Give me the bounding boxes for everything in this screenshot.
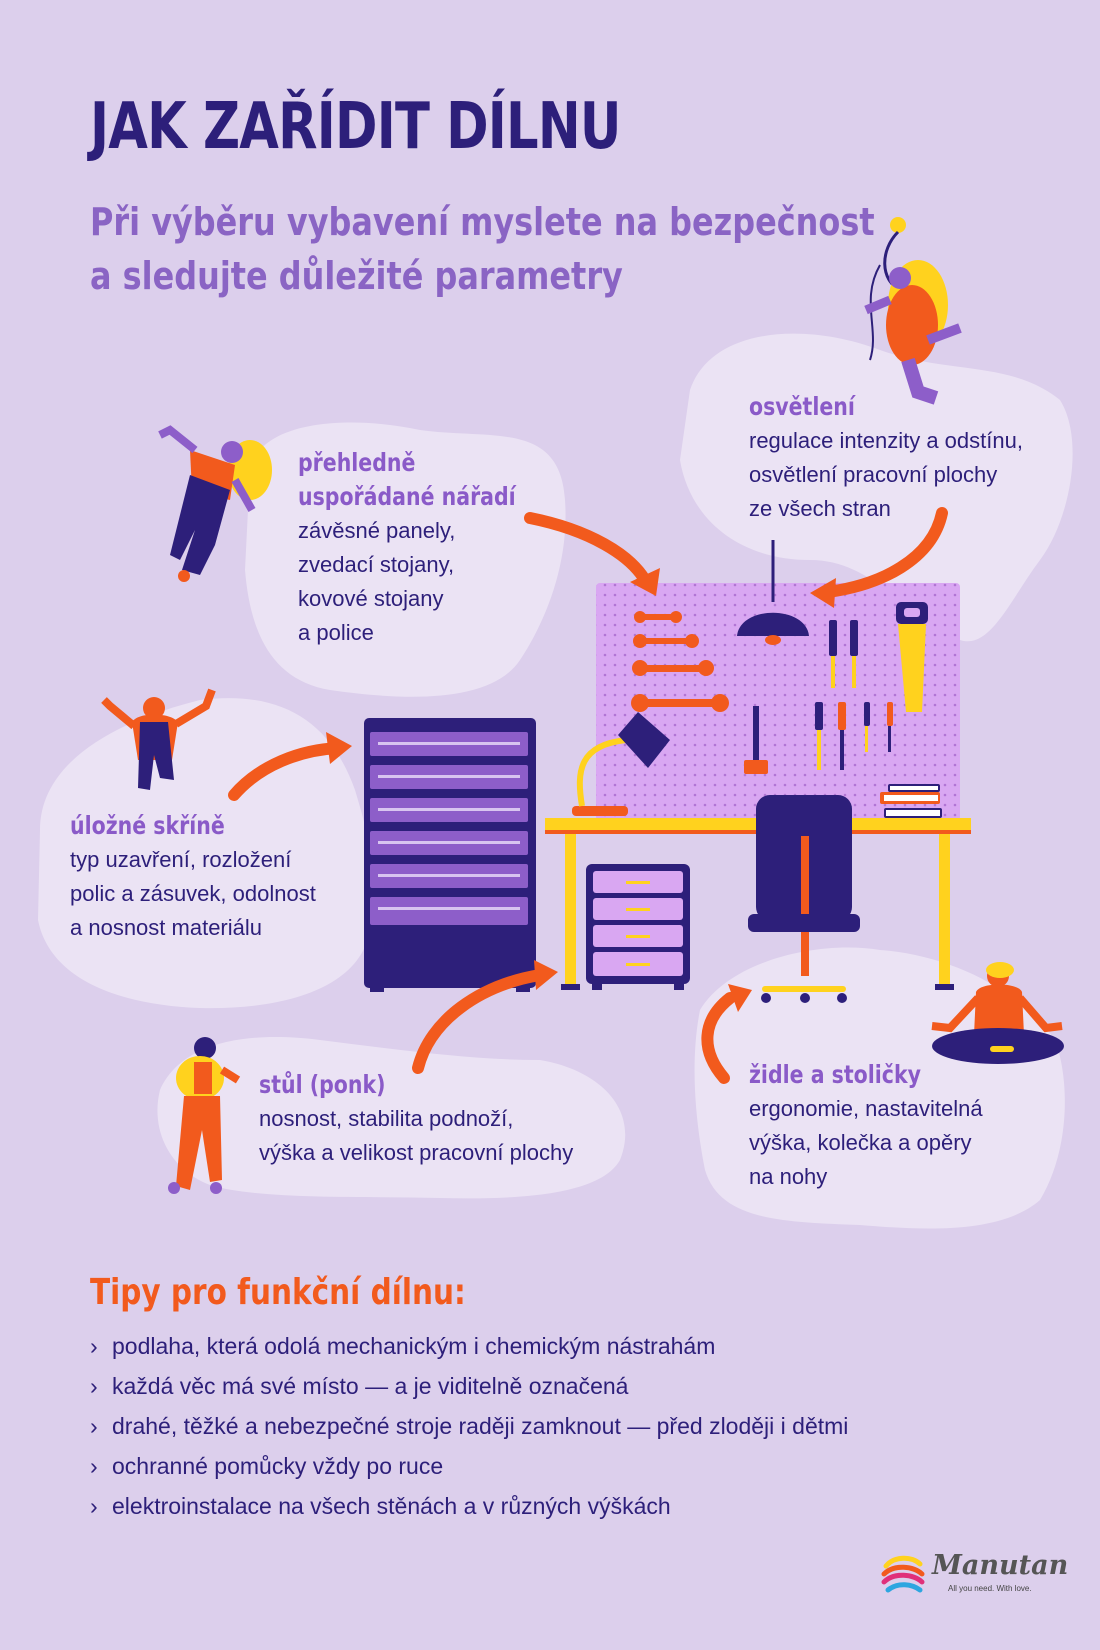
callout-line: závěsné panely, (298, 518, 456, 543)
arrow-to-bench-icon (412, 969, 546, 1074)
chevron-right-icon: › (90, 1373, 98, 1399)
tip-item: › podlaha, která odolá mechanickým i chem… (90, 1326, 848, 1366)
tip-item: › drahé, těžké a nebezpečné stroje raději… (90, 1406, 848, 1446)
man-standing-illustration (168, 1037, 241, 1194)
blob-cabinets (38, 698, 375, 1009)
callout-heading: přehledně (298, 448, 416, 477)
blob-table (157, 1037, 626, 1199)
arrow-to-chair-icon (701, 992, 736, 1084)
callout-table: stůl (ponk) nosnost, stabilita podnoží, … (259, 1068, 573, 1170)
hand-saw-icon (896, 602, 928, 712)
arrow-to-lamp-icon (822, 507, 948, 598)
hammer-icon (744, 706, 768, 774)
meditating-woman-illustration (931, 962, 1064, 1064)
page-subtitle: Při výběru vybavení myslete na bezpečnos… (90, 195, 875, 303)
tip-text: elektroinstalace na všech stěnách a v rů… (112, 1493, 671, 1519)
tip-item: › elektroinstalace na všech stěnách a v r… (90, 1486, 848, 1526)
callout-line: a nosnost materiálu (70, 915, 262, 940)
manutan-swirl-icon (881, 1555, 925, 1593)
person-with-lightbulb-illustration (864, 217, 962, 405)
callout-chairs: židle a stoličky ergonomie, nastavitelná… (749, 1058, 983, 1194)
manutan-logo: Manutan All you need. With love. (878, 1548, 1068, 1598)
callout-heading: stůl (ponk) (259, 1070, 386, 1099)
tips-heading: Tipy pro funkční dílnu: (90, 1272, 466, 1313)
tip-item: › ochranné pomůcky vždy po ruce (90, 1446, 848, 1486)
callout-line: nosnost, stabilita podnoží, (259, 1106, 514, 1131)
callout-tools: přehledně uspořádané nářadí závěsné pane… (298, 446, 564, 650)
woman-in-overalls-illustration (158, 425, 272, 582)
callout-line: ergonomie, nastavitelná (749, 1096, 983, 1121)
blob-lighting (680, 333, 1073, 642)
arrow-to-pegboard-icon (524, 512, 651, 586)
callout-heading: židle a stoličky (749, 1060, 921, 1089)
arrows (228, 507, 948, 1084)
storage-cabinet-illustration (364, 718, 536, 992)
callout-heading: uspořádané nářadí (298, 482, 516, 511)
callout-heading: osvětlení (749, 392, 855, 421)
callout-line: výška, kolečka a opěry (749, 1130, 972, 1155)
callout-line: polic a zásuvek, odolnost (70, 881, 316, 906)
callout-cabinets: úložné skříně typ uzavření, rozložení po… (70, 809, 316, 945)
callout-line: na nohy (749, 1164, 828, 1189)
arrow-to-cabinet-icon (228, 742, 344, 801)
screwdrivers-icon (815, 620, 893, 770)
ceiling-lamp-icon (737, 540, 809, 645)
callout-line: kovové stojany (298, 586, 444, 611)
arrow-heads (326, 568, 836, 1012)
chevron-right-icon: › (90, 1413, 98, 1439)
callout-lighting: osvětlení regulace intenzity a odstínu, … (749, 390, 1023, 526)
tip-text: podlaha, která odolá mechanickým i chemi… (112, 1333, 716, 1359)
man-in-overalls-illustration (101, 688, 216, 790)
callout-heading: úložné skříně (70, 811, 225, 840)
office-chair-illustration (748, 795, 860, 1003)
background-blobs (38, 333, 1073, 1229)
callout-line: regulace intenzity a odstínu, (749, 428, 1023, 453)
tip-item: › každá věc má své místo — a je viditelně… (90, 1366, 848, 1406)
logo-tagline: All you need. With love. (948, 1584, 1032, 1593)
callout-line: ze všech stran (749, 496, 891, 521)
tips-list: › podlaha, která odolá mechanickým i chem… (90, 1326, 848, 1526)
wrench-set-icon (631, 611, 729, 712)
tip-text: ochranné pomůcky vždy po ruce (112, 1453, 444, 1479)
tip-text: každá věc má své místo — a je viditelně … (112, 1373, 629, 1399)
chevron-right-icon: › (90, 1453, 98, 1479)
tip-text: drahé, těžké a nebezpečné stroje raději … (112, 1413, 849, 1439)
logo-wordmark: Manutan (932, 1550, 1069, 1581)
drawer-unit-illustration (586, 864, 690, 990)
callout-line: osvětlení pracovní plochy (749, 462, 998, 487)
blob-chairs (694, 947, 1065, 1229)
subtitle-line: Při výběru vybavení myslete na bezpečnos… (90, 200, 875, 244)
callout-line: a police (298, 620, 374, 645)
books-icon (880, 784, 942, 818)
subtitle-line: a sledujte důležité parametry (90, 254, 623, 298)
page-title: JAK ZAŘÍDIT DÍLNU (90, 90, 622, 164)
chevron-right-icon: › (90, 1333, 98, 1359)
callout-line: zvedací stojany, (298, 552, 455, 577)
desk-lamp-icon (572, 712, 670, 816)
chevron-right-icon: › (90, 1493, 98, 1519)
callout-line: výška a velikost pracovní plochy (259, 1140, 574, 1165)
callout-line: typ uzavření, rozložení (70, 847, 292, 872)
blob-tools (245, 422, 566, 697)
